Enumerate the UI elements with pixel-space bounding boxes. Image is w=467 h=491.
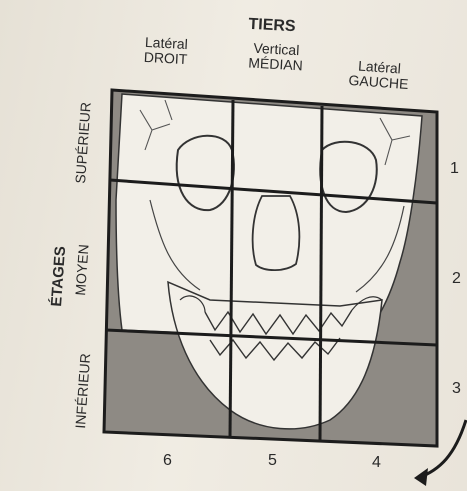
row-number-3: 3 xyxy=(452,380,461,398)
skull-eye-socket-right xyxy=(177,136,234,210)
column-number-4: 4 xyxy=(372,454,381,472)
row-number-2: 2 xyxy=(452,270,461,288)
column-number-6: 6 xyxy=(163,452,172,470)
skull-nose xyxy=(253,196,300,270)
row-number-1: 1 xyxy=(450,160,459,178)
column-number-5: 5 xyxy=(268,452,277,470)
grid-col-divider-2 xyxy=(320,106,322,440)
arrow-head-icon xyxy=(414,468,428,486)
